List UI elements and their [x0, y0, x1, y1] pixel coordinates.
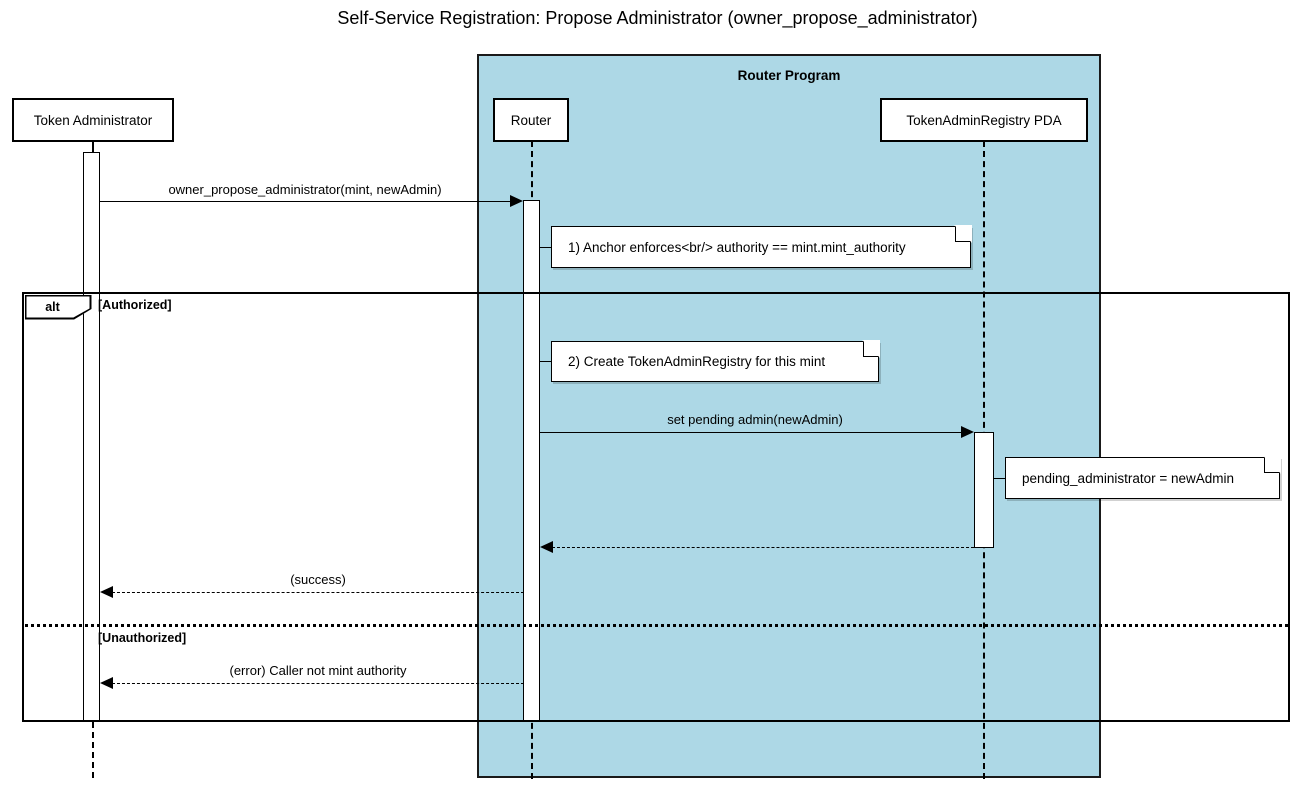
message-line-pda-return [552, 547, 974, 548]
lifeline-stub-token-administrator [92, 141, 94, 153]
alt-branch-divider [24, 624, 1288, 627]
message-arrowhead-pda-return [540, 540, 553, 553]
activation-token-admin-registry-pda [974, 432, 994, 548]
message-label-set-pending-admin: set pending admin(newAdmin) [667, 412, 843, 427]
participant-token-administrator[interactable]: Token Administrator [12, 98, 174, 142]
participant-label-token-admin-registry-pda: TokenAdminRegistry PDA [906, 112, 1062, 128]
message-line-success-return [112, 592, 524, 593]
note-connector-anchor-enforces [540, 247, 552, 248]
message-line-set-pending-admin [540, 432, 962, 433]
group-label-router-program: Router Program [737, 68, 841, 83]
alt-fragment-operator-label: alt [45, 300, 60, 314]
note-connector-create-registry [540, 361, 552, 362]
note-pending-administrator: pending_administrator = newAdmin [1005, 456, 1281, 499]
note-text-pending-administrator: pending_administrator = newAdmin [1022, 470, 1234, 486]
participant-router[interactable]: Router [493, 98, 569, 142]
message-arrowhead-error-return [100, 676, 113, 689]
note-create-registry: 2) Create TokenAdminRegistry for this mi… [551, 340, 880, 382]
alt-guard-unauthorized: [Unauthorized] [98, 631, 187, 645]
participant-label-token-administrator: Token Administrator [33, 112, 153, 128]
message-arrowhead-set-pending-admin [961, 425, 974, 438]
note-anchor-enforces: 1) Anchor enforces<br/> authority == min… [551, 225, 972, 268]
message-arrowhead-owner-propose-administrator [510, 194, 523, 207]
participant-label-router: Router [510, 112, 552, 128]
message-line-error-return [112, 683, 524, 684]
lifeline-token-administrator [92, 722, 94, 778]
page-title: Self-Service Registration: Propose Admin… [337, 8, 978, 28]
note-text-anchor-enforces: 1) Anchor enforces<br/> authority == min… [568, 239, 906, 255]
group-box-router-program: Router Program [477, 54, 1101, 778]
message-line-owner-propose-administrator [100, 201, 512, 202]
note-text-create-registry: 2) Create TokenAdminRegistry for this mi… [568, 354, 826, 369]
message-label-error-return: (error) Caller not mint authority [229, 663, 407, 678]
alt-guard-authorized: [Authorized] [98, 298, 172, 312]
participant-token-admin-registry-pda[interactable]: TokenAdminRegistry PDA [880, 98, 1088, 142]
message-label-success-return: (success) [290, 572, 346, 587]
message-label-owner-propose-administrator: owner_propose_administrator(mint, newAdm… [168, 182, 442, 197]
message-arrowhead-success-return [100, 585, 113, 598]
note-connector-pending-administrator [994, 478, 1006, 479]
activation-router [523, 200, 540, 722]
